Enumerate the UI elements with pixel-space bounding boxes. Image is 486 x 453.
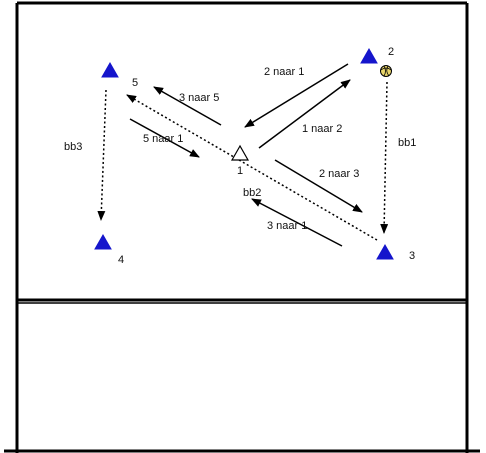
- pass-3-naar-5-arrow: [153, 86, 222, 126]
- run-bb2-line: [126, 94, 378, 241]
- run-bb1-label: bb1: [398, 137, 416, 149]
- player-2-label: 2: [388, 46, 394, 58]
- player-5-marker: [101, 61, 119, 78]
- player-1-marker: [230, 144, 250, 161]
- pass-3-naar-1-label: 3 naar 1: [267, 220, 307, 232]
- court: [4, 1, 480, 453]
- volleyball-icon: [380, 65, 392, 77]
- player-2-marker: [360, 47, 378, 64]
- run-bb1-line: [380, 81, 389, 234]
- player-3-label: 3: [409, 250, 415, 262]
- players: 1 2 3 4 5: [94, 46, 415, 266]
- pass-2-naar-1-label: 2 naar 1: [264, 66, 304, 78]
- pass-2-naar-1-arrow: [244, 63, 349, 128]
- player-3-marker: [376, 243, 394, 260]
- runs: bb1 bb2 bb3: [64, 81, 416, 241]
- pass-5-naar-1-label: 5 naar 1: [143, 133, 183, 145]
- player-5-label: 5: [132, 77, 138, 89]
- run-bb3-label: bb3: [64, 141, 82, 153]
- pass-5-naar-1-arrow: [129, 118, 200, 158]
- passes: 2 naar 1 1 naar 2 2 naar 3 3 naar 1 5 na…: [129, 63, 363, 247]
- pass-1-naar-2-label: 1 naar 2: [302, 123, 342, 135]
- player-1-label: 1: [237, 165, 243, 177]
- player-4-marker: [94, 233, 112, 250]
- pass-3-naar-1-arrow: [251, 198, 343, 247]
- run-bb2-label: bb2: [243, 187, 261, 199]
- pass-3-naar-5-label: 3 naar 5: [179, 92, 219, 104]
- pass-2-naar-3-label: 2 naar 3: [319, 168, 359, 180]
- pass-2-naar-3-arrow: [274, 159, 363, 213]
- run-bb3-line: [97, 89, 107, 221]
- player-4-label: 4: [118, 254, 124, 266]
- pass-1-naar-2-arrow: [258, 79, 351, 149]
